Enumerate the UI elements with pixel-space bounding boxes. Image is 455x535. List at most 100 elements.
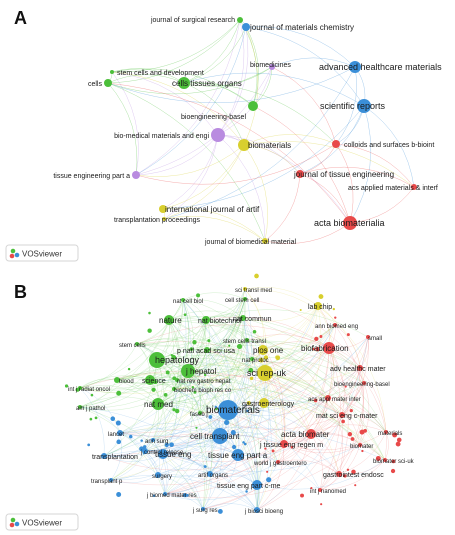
node-natmed[interactable] <box>152 398 164 410</box>
node-sct[interactable] <box>245 338 249 342</box>
edge <box>256 433 312 511</box>
node-surg[interactable] <box>155 472 161 478</box>
node-ahm[interactable] <box>349 61 361 73</box>
minor-node <box>89 417 93 421</box>
node-label: j biosci bioeng <box>244 509 283 515</box>
node-bmed[interactable] <box>269 64 275 70</box>
node-biom[interactable] <box>218 400 238 420</box>
node-ansurg[interactable] <box>151 438 155 442</box>
node-jcr[interactable] <box>142 448 148 454</box>
edge <box>136 324 330 349</box>
node-nat[interactable] <box>164 315 174 325</box>
node-tp[interactable] <box>162 217 166 221</box>
node-ajp[interactable] <box>78 405 82 409</box>
minor-node <box>193 390 197 394</box>
edge <box>338 367 364 475</box>
edge <box>246 334 330 349</box>
node-scd[interactable] <box>110 70 114 74</box>
node-bmme[interactable] <box>211 128 225 142</box>
node-csfb[interactable] <box>332 140 340 148</box>
edge <box>156 355 329 399</box>
node-pnas[interactable] <box>204 347 210 353</box>
node-natprot[interactable] <box>250 357 254 361</box>
edge <box>103 443 285 471</box>
node-actab[interactable] <box>306 429 316 439</box>
edge <box>219 372 266 437</box>
edge <box>144 442 239 456</box>
minor-node <box>263 355 269 360</box>
node-cto[interactable] <box>178 77 190 89</box>
node-jte[interactable] <box>296 170 304 178</box>
node-sr[interactable] <box>357 99 371 113</box>
node-term[interactable] <box>280 440 288 448</box>
node-ncom[interactable] <box>240 315 246 321</box>
node-bsci[interactable] <box>383 458 387 462</box>
node-ijnano[interactable] <box>318 488 322 492</box>
node-srep[interactable] <box>257 365 273 381</box>
node-abe[interactable] <box>333 323 337 327</box>
node-lancet[interactable] <box>117 430 123 436</box>
node-ahmb[interactable] <box>357 365 363 371</box>
node-label: tissue eng part a <box>208 451 268 460</box>
node-plos[interactable] <box>258 345 268 355</box>
node-wjg[interactable] <box>276 460 280 464</box>
node-csc[interactable] <box>243 297 247 301</box>
node-mats[interactable] <box>384 430 388 434</box>
node-bbb[interactable] <box>362 381 366 385</box>
node-label: tissue eng <box>155 450 191 459</box>
node-small[interactable] <box>366 335 370 339</box>
node-ge[interactable] <box>336 471 342 477</box>
edge <box>157 403 239 456</box>
node-cells[interactable] <box>104 79 112 87</box>
node-ija[interactable] <box>159 205 167 213</box>
edge <box>176 319 207 381</box>
node-hep[interactable] <box>149 352 165 368</box>
node-msec[interactable] <box>339 412 345 418</box>
node-transp[interactable] <box>109 478 113 482</box>
node-sci[interactable] <box>145 375 155 385</box>
edge <box>79 379 118 408</box>
node-cellt[interactable] <box>212 428 228 444</box>
node-nrgh[interactable] <box>175 378 179 382</box>
node-ab[interactable] <box>343 216 357 230</box>
node-bb[interactable] <box>248 101 258 111</box>
node-tepa[interactable] <box>132 171 140 179</box>
node-jbm[interactable] <box>262 238 268 244</box>
node-jmc[interactable] <box>242 23 250 31</box>
node-ijro[interactable] <box>78 386 82 390</box>
node-aami[interactable] <box>411 184 417 190</box>
minor-node <box>236 343 243 350</box>
node-ncb[interactable] <box>181 298 185 302</box>
node-biofab[interactable] <box>323 342 335 354</box>
edge <box>187 370 265 404</box>
node-gastro[interactable] <box>259 398 269 408</box>
node-bld[interactable] <box>114 377 120 383</box>
node-jbbio[interactable] <box>254 507 260 513</box>
node-jbmr[interactable] <box>163 492 167 496</box>
node-lab[interactable] <box>314 302 322 310</box>
node-label: int j nanomed <box>310 489 346 495</box>
node-bmat[interactable] <box>238 139 250 151</box>
node-faseb[interactable] <box>198 411 202 415</box>
edge <box>219 397 329 437</box>
node-label: biomaterials <box>248 141 291 150</box>
node-jhep[interactable] <box>181 364 195 378</box>
node-teng[interactable] <box>158 449 168 459</box>
node-scl[interactable] <box>135 342 139 346</box>
node-stm[interactable] <box>243 287 247 291</box>
node-aami2[interactable] <box>325 395 331 401</box>
node-jsurgres[interactable] <box>201 507 205 511</box>
minor-node <box>395 441 401 447</box>
node-transpl[interactable] <box>101 453 107 459</box>
node-artif[interactable] <box>207 471 213 477</box>
minor-node <box>246 401 251 405</box>
node-nbt[interactable] <box>202 316 210 324</box>
edge <box>227 409 259 511</box>
node-bbrc[interactable] <box>172 387 176 391</box>
node-jsr[interactable] <box>237 17 243 23</box>
node-bmater[interactable] <box>358 443 362 447</box>
edge <box>262 305 319 351</box>
node-tera[interactable] <box>232 449 244 461</box>
edge <box>299 173 351 224</box>
node-terc[interactable] <box>252 480 262 490</box>
